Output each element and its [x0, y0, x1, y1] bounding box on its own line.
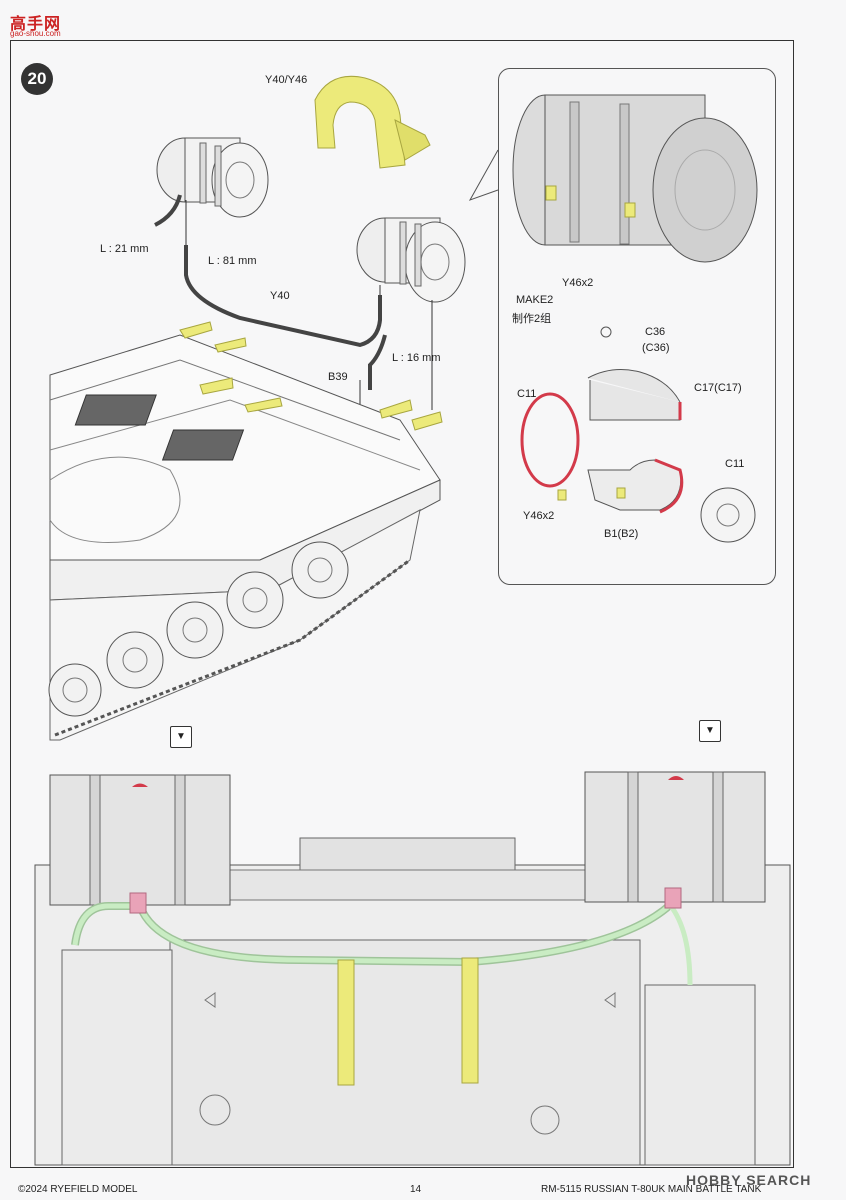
footer-copyright: ©2024 RYEFIELD MODEL [18, 1184, 138, 1195]
site-watermark: HOBBY SEARCH [686, 1172, 812, 1188]
label-l16: L : 16 mm [392, 352, 441, 364]
drum-small-left [154, 137, 269, 227]
drum-small-right [356, 217, 466, 303]
detail-exploded-parts [520, 326, 756, 543]
label-y46x2-top: Y46x2 [562, 277, 594, 289]
site-logo-text: 高手网 [10, 16, 62, 33]
step-number-badge: 20 [21, 63, 53, 95]
label-y40-y46: Y40/Y46 [265, 74, 308, 86]
label-c17: C17(C17) [694, 382, 742, 394]
label-b39: B39 [328, 371, 348, 383]
label-c11-right: C11 [725, 458, 745, 470]
detail-panel [498, 68, 776, 585]
label-make2-cn: 制作2组 [512, 313, 552, 325]
label-l81: L : 81 mm [208, 255, 257, 267]
label-l21: L : 21 mm [100, 243, 149, 255]
rear-hull-view [34, 771, 791, 1166]
detail-drum-large [512, 94, 758, 263]
footer-page-number: 14 [410, 1184, 422, 1195]
page-frame [10, 40, 794, 1168]
tank-hull-upper [49, 321, 443, 561]
footer-title: RM-5115 RUSSIAN T-80UK MAIN BATTLE TANK [541, 1184, 762, 1195]
label-c11-left: C11 [517, 388, 537, 400]
view-marker-left: ▼ [170, 726, 192, 748]
label-b1-b2: B1(B2) [604, 528, 639, 540]
label-make2: MAKE2 [516, 294, 554, 306]
tank-hull-side [48, 479, 441, 741]
label-c36: C36 [645, 326, 666, 338]
label-c36-alt: (C36) [642, 342, 670, 354]
site-logo-url: gao-shou.com [10, 29, 61, 38]
label-y46x2-bottom: Y46x2 [523, 510, 555, 522]
part-y40-y46-bracket [314, 75, 431, 169]
label-y40: Y40 [270, 290, 290, 302]
site-logo: 高手网 gao-shou.com [4, 4, 74, 38]
view-marker-right: ▼ [699, 720, 721, 742]
